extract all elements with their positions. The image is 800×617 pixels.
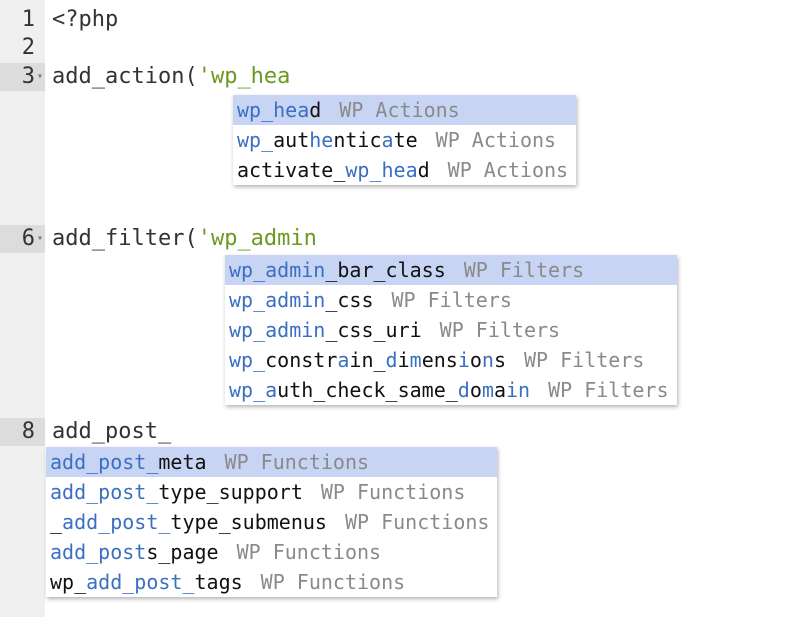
suggestion-text: s: [493, 348, 506, 372]
suggestion-text: i: [397, 348, 410, 372]
suggestion-category: WP Functions: [260, 570, 406, 594]
autocomplete-item[interactable]: wp_admin_bar_class WP Filters: [225, 255, 677, 285]
suggestion-text: ntic: [333, 128, 382, 152]
code-line[interactable]: add_action('wp_hea: [52, 63, 290, 91]
match-highlight: n: [481, 348, 494, 372]
autocomplete-item[interactable]: wp_authenticate WP Actions: [233, 125, 576, 155]
line-number-gutter: [0, 0, 45, 617]
line-number: 3▾: [0, 63, 45, 91]
fold-toggle-icon[interactable]: ▾: [36, 71, 43, 82]
suggestion-text: constr: [265, 348, 338, 372]
match-highlight: a: [337, 348, 350, 372]
autocomplete-item[interactable]: wp_auth_check_same_domain WP Filters: [225, 375, 677, 405]
suggestion-text: tags: [194, 570, 243, 594]
match-highlight: add_post_: [50, 480, 159, 504]
autocomplete-item[interactable]: _add_post_type_submenus WP Functions: [46, 507, 497, 537]
suggestion-text: _: [50, 510, 63, 534]
line-number: 1: [21, 7, 35, 32]
suggestion-text: a: [493, 378, 506, 402]
match-highlight: wp_: [237, 128, 274, 152]
string-literal: 'wp_hea: [197, 64, 291, 89]
autocomplete-item[interactable]: wp_head WP Actions: [233, 95, 577, 125]
match-highlight: d: [385, 348, 398, 372]
code-text: add_action(: [52, 64, 198, 89]
match-highlight: d: [457, 378, 470, 402]
suggestion-category: WP Actions: [339, 98, 460, 122]
suggestion-text: type_submenus: [170, 510, 327, 534]
autocomplete-item[interactable]: wp_admin_css WP Filters: [225, 285, 677, 315]
line-number: 6▾: [0, 225, 45, 253]
match-highlight: wp_a: [229, 378, 278, 402]
suggestion-category: WP Functions: [236, 540, 382, 564]
suggestion-text: d: [309, 98, 322, 122]
suggestion-text: type_support: [158, 480, 303, 504]
code-text: add_post_: [52, 419, 172, 444]
suggestion-category: WP Actions: [447, 158, 569, 182]
match-highlight: wp_hea: [237, 98, 310, 122]
suggestion-category: WP Filters: [463, 258, 585, 282]
suggestion-text: _css_uri: [325, 318, 422, 342]
match-highlight: add_post: [50, 540, 147, 564]
match-highlight: wp_admin: [229, 318, 326, 342]
suggestion-text: d: [417, 158, 430, 182]
autocomplete-item[interactable]: wp_admin_css_uri WP Filters: [225, 315, 677, 345]
match-highlight: a: [381, 128, 394, 152]
match-highlight: i: [457, 348, 470, 372]
autocomplete-item[interactable]: add_posts_page WP Functions: [46, 537, 497, 567]
suggestion-category: WP Filters: [548, 378, 669, 402]
suggestion-text: in_: [349, 348, 386, 372]
suggestion-text: uth_check_same_: [277, 378, 458, 402]
match-highlight: wp_admin: [229, 258, 326, 282]
match-highlight: add_post_: [50, 450, 159, 474]
suggestion-text: activate_: [237, 158, 346, 182]
autocomplete-item[interactable]: add_post_type_support WP Functions: [46, 477, 497, 507]
match-highlight: wp_hea: [345, 158, 418, 182]
suggestion-text: s_page: [146, 540, 219, 564]
suggestion-text: o: [469, 348, 482, 372]
line-number: 2: [21, 35, 35, 60]
match-highlight: wp_admin: [229, 288, 326, 312]
match-highlight: add_post_: [86, 570, 195, 594]
suggestion-text: o: [469, 378, 482, 402]
code-line[interactable]: add_filter('wp_admin: [52, 225, 317, 253]
code-text: <?php: [52, 7, 119, 32]
suggestion-text: _css: [325, 288, 374, 312]
autocomplete-item[interactable]: wp_add_post_tags WP Functions: [46, 567, 497, 597]
suggestion-text: wp_: [50, 570, 87, 594]
autocomplete-item[interactable]: add_post_meta WP Functions: [46, 447, 498, 477]
code-line[interactable]: <?php: [52, 6, 118, 34]
fold-toggle-icon[interactable]: ▾: [36, 233, 43, 244]
suggestion-text: meta: [158, 450, 207, 474]
match-highlight: he: [309, 128, 334, 152]
suggestion-category: WP Filters: [439, 318, 561, 342]
suggestion-category: WP Functions: [344, 510, 490, 534]
suggestion-category: WP Actions: [435, 128, 557, 152]
match-highlight: m: [481, 378, 494, 402]
code-line[interactable]: add_post_: [52, 418, 171, 446]
suggestion-category: WP Filters: [391, 288, 512, 312]
suggestion-text: _bar_class: [325, 258, 446, 282]
suggestion-category: WP Filters: [524, 348, 645, 372]
line-number: 8: [0, 418, 45, 446]
autocomplete-item[interactable]: activate_wp_head WP Actions: [233, 155, 576, 185]
string-literal: 'wp_admin: [197, 226, 317, 251]
suggestion-category: WP Functions: [224, 450, 370, 474]
suggestion-text: ens: [421, 348, 458, 372]
suggestion-text: te: [393, 128, 418, 152]
match-highlight: m: [409, 348, 422, 372]
match-highlight: add_post_: [62, 510, 171, 534]
match-highlight: wp_: [229, 348, 266, 372]
match-highlight: in: [505, 378, 531, 402]
code-text: add_filter(: [52, 226, 198, 251]
suggestion-text: aut: [273, 128, 310, 152]
suggestion-category: WP Functions: [320, 480, 466, 504]
